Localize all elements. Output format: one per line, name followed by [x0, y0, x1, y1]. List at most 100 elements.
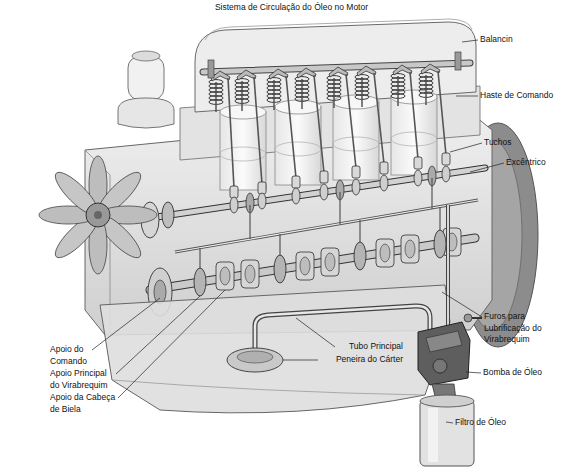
- oil-pan-part: [112, 380, 425, 395]
- oil-pan: [100, 285, 450, 413]
- crankshaft-part: [401, 235, 419, 263]
- tappets-part: [352, 166, 360, 178]
- push-rods-part: [438, 71, 446, 155]
- tappets-part: [414, 157, 422, 169]
- tappets-part: [258, 182, 266, 194]
- oil-pump-part: [433, 359, 447, 373]
- camshaft-part: [442, 166, 450, 182]
- cylinders-part: [275, 100, 321, 185]
- oil-pickup-part: [227, 348, 283, 372]
- oil-filler-cap: [118, 51, 174, 128]
- leader-lines-part: [462, 40, 478, 42]
- part-label: Tuchos: [484, 137, 512, 149]
- oil-filter-part: [420, 395, 474, 407]
- part-label: Haste de Comando: [480, 90, 553, 102]
- camshaft-part: [380, 175, 388, 191]
- diagram-title: Sistema de Circulação do Óleo no Motor: [0, 2, 583, 14]
- crankshaft-part: [376, 239, 394, 267]
- tappets-part: [230, 186, 238, 198]
- oil-pump-part: [418, 322, 470, 385]
- leader-lines-part: [442, 292, 482, 317]
- valve-springs-part: [267, 78, 281, 110]
- oil-gallery-part: [339, 192, 340, 224]
- push-rods-part: [346, 74, 356, 168]
- leader-lines-part: [118, 290, 225, 398]
- tappets-part: [442, 153, 450, 165]
- push-rods: [228, 71, 446, 188]
- oil-pump-part: [472, 317, 482, 319]
- oil-pickup-part: [255, 306, 430, 352]
- oil-filler-cap-part: [128, 56, 164, 102]
- camshaft-part: [414, 170, 422, 186]
- part-label: Tubo Principal: [349, 341, 403, 353]
- valve-springs-part: [419, 73, 433, 105]
- rocker-shaft: [203, 52, 470, 81]
- push-rods-part: [314, 75, 324, 173]
- leader-lines-part: [446, 422, 453, 423]
- rocker-shaft-part: [237, 70, 256, 80]
- oil-filter-part: [428, 408, 438, 462]
- cylinders: [220, 90, 437, 190]
- leader-lines-part: [296, 318, 335, 347]
- oil-pump-part: [464, 314, 472, 322]
- push-rods-part: [410, 72, 418, 159]
- rocker-shaft-part: [297, 68, 316, 78]
- camshaft-part: [352, 179, 360, 195]
- oil-gallery-part: [439, 207, 440, 232]
- valve-springs-part: [235, 79, 249, 111]
- oil-gallery-part: [199, 248, 200, 270]
- oil-pickup-part: [446, 205, 450, 330]
- tappets-part: [380, 162, 388, 174]
- oil-filler-cap-part: [118, 98, 174, 128]
- crankshaft-part: [241, 260, 259, 288]
- rocker-shaft-part: [393, 65, 412, 75]
- oil-gallery-part: [359, 220, 360, 245]
- rocker-shaft-part: [329, 67, 348, 77]
- part-label: Bomba de Óleo: [483, 367, 542, 379]
- oil-gallery-part: [279, 234, 280, 258]
- oil-filler-cap-part: [132, 51, 160, 61]
- valve-springs-part: [209, 80, 223, 112]
- oil-pickup-part: [255, 306, 430, 352]
- oil-pan-part: [100, 285, 450, 413]
- crankshaft-part: [216, 262, 234, 290]
- valve-springs-part: [391, 74, 405, 106]
- crankshaft-part: [274, 255, 286, 283]
- valve-cover-part: [205, 19, 472, 40]
- part-label: Apoio da Cabeça de Biela: [50, 392, 116, 415]
- cylinders-part: [333, 95, 379, 180]
- oil-pump: [418, 314, 482, 385]
- part-label: Excêntrico: [506, 157, 546, 169]
- leader-lines-part: [283, 360, 318, 361]
- rocker-shaft-part: [208, 60, 214, 78]
- push-rods-part: [254, 77, 262, 184]
- part-label: Apoio Principal do Virabrequim: [50, 368, 116, 391]
- crankshaft-part: [296, 252, 314, 280]
- push-rods-part: [228, 78, 234, 188]
- valve-springs-part: [295, 77, 309, 109]
- camshaft-part: [292, 188, 300, 204]
- oil-gallery-part: [431, 178, 432, 209]
- front-pulley-part: [154, 280, 166, 304]
- leader-lines-part: [116, 296, 200, 374]
- leader-lines-part: [456, 96, 478, 97]
- camshaft-part: [230, 197, 238, 213]
- cooling-fan-part: [50, 167, 104, 221]
- crankshaft-part: [354, 242, 366, 270]
- leader-lines-part: [450, 143, 482, 152]
- camshaft-part: [320, 184, 328, 200]
- crankshaft-part: [434, 230, 446, 258]
- leader-lines: [92, 40, 504, 423]
- part-label: Filtro de Óleo: [455, 417, 506, 429]
- oil-filter-part: [420, 400, 474, 466]
- part-label: Peneira do Cárter: [336, 354, 403, 366]
- crankshaft-part: [194, 268, 206, 296]
- push-rods-part: [286, 76, 296, 178]
- oil-pickup-part: [447, 205, 449, 330]
- rocker-shaft-part: [269, 69, 288, 79]
- part-label: Furos para Lubrificação do Virabrequim: [484, 311, 556, 346]
- part-label: Balancin: [480, 34, 513, 46]
- valve-springs-part: [355, 75, 369, 107]
